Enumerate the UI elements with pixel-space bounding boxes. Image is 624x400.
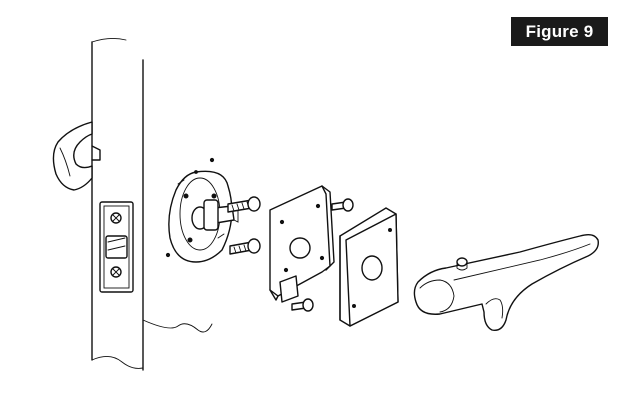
figure-label: Figure 9 — [511, 17, 608, 46]
square-rose — [339, 207, 399, 327]
mounting-screw-lower — [229, 238, 261, 255]
faceplate-screw-bottom — [110, 266, 122, 278]
door — [91, 37, 213, 371]
plate-screw-bottom — [291, 298, 314, 312]
mounting-screw-upper — [227, 196, 261, 213]
plate-screw-top — [331, 198, 354, 212]
latch-faceplate — [99, 201, 134, 293]
backing-plate — [269, 185, 335, 303]
faceplate-screw-top — [110, 212, 122, 224]
front-lever-handle — [413, 233, 599, 331]
rear-lever-handle — [52, 121, 101, 191]
spindle — [191, 199, 239, 231]
